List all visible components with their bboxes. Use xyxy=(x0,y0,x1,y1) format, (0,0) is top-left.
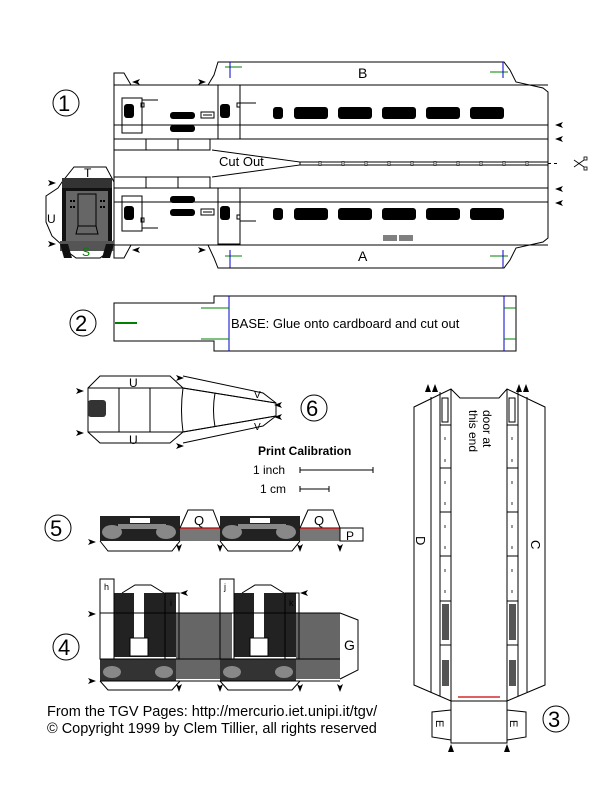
label-e-right: E xyxy=(507,720,519,727)
label-d: D xyxy=(413,536,428,545)
door-note-line2: this end xyxy=(466,410,480,452)
part-1-windows xyxy=(124,104,504,220)
door-note-line1: door at xyxy=(480,410,494,448)
label-a: A xyxy=(358,248,368,264)
label-h: h xyxy=(104,582,109,592)
calibration-bars xyxy=(299,467,374,492)
label-c: C xyxy=(528,540,543,549)
part-1-perforation-ticks xyxy=(318,161,529,166)
part-number-circle xyxy=(300,394,328,422)
label-j: j xyxy=(223,582,226,592)
label-g: G xyxy=(344,637,355,653)
part-number-circle xyxy=(542,705,570,733)
label-e-left: E xyxy=(433,720,445,727)
part-3-roof-sides xyxy=(413,384,570,752)
part-6-nose xyxy=(76,375,328,449)
credits-footer: From the TGV Pages: http://mercurio.iet.… xyxy=(47,704,377,738)
label-q-1: Q xyxy=(194,513,204,528)
part-1-arrows xyxy=(132,79,563,253)
label-i: i xyxy=(170,598,172,608)
part-number-4: 4 xyxy=(58,635,70,660)
part-number-6: 6 xyxy=(306,396,318,421)
part-number-5: 5 xyxy=(50,516,62,541)
label-u-bottom: U xyxy=(129,433,138,447)
part-number-2: 2 xyxy=(75,311,87,336)
part-4-cab-sides xyxy=(52,578,359,692)
part-number-1: 1 xyxy=(58,91,70,116)
cut-out-wedge xyxy=(211,149,301,178)
label-u-top: U xyxy=(129,376,138,390)
label-k: k xyxy=(289,598,294,608)
part-5-underbody xyxy=(44,509,364,552)
part-number-circle xyxy=(69,309,97,337)
part-number-circle xyxy=(44,514,72,542)
calibration-inch-label: 1 inch xyxy=(253,463,285,477)
calibration-cm-label: 1 cm xyxy=(260,482,286,496)
calibration-title: Print Calibration xyxy=(258,444,351,458)
cab-front-piece xyxy=(45,166,115,259)
base-outline xyxy=(113,295,517,352)
scissors-icon xyxy=(573,156,588,171)
cab-tab-s: S xyxy=(82,245,90,259)
part-1-guides xyxy=(225,62,508,268)
label-p: P xyxy=(346,529,354,543)
cab-tab-t: T xyxy=(84,166,92,180)
label-q-2: Q xyxy=(314,513,324,528)
base-instruction: BASE: Glue onto cardboard and cut out xyxy=(231,316,460,331)
part-1-body-shell xyxy=(52,61,560,269)
part-number-3: 3 xyxy=(548,707,560,732)
label-b: B xyxy=(358,65,367,81)
part-2-base xyxy=(69,295,517,352)
cut-out-label: Cut Out xyxy=(219,154,264,169)
part-number-circle xyxy=(52,633,80,661)
copyright-notice: © Copyright 1999 by Clem Tillier, all ri… xyxy=(47,721,377,737)
label-v-bottom: V xyxy=(254,422,261,433)
cab-tab-u: U xyxy=(47,212,56,226)
part-number-circle xyxy=(52,89,80,117)
label-v-top: V xyxy=(254,390,261,401)
source-credit: From the TGV Pages: http://mercurio.iet.… xyxy=(47,704,378,720)
